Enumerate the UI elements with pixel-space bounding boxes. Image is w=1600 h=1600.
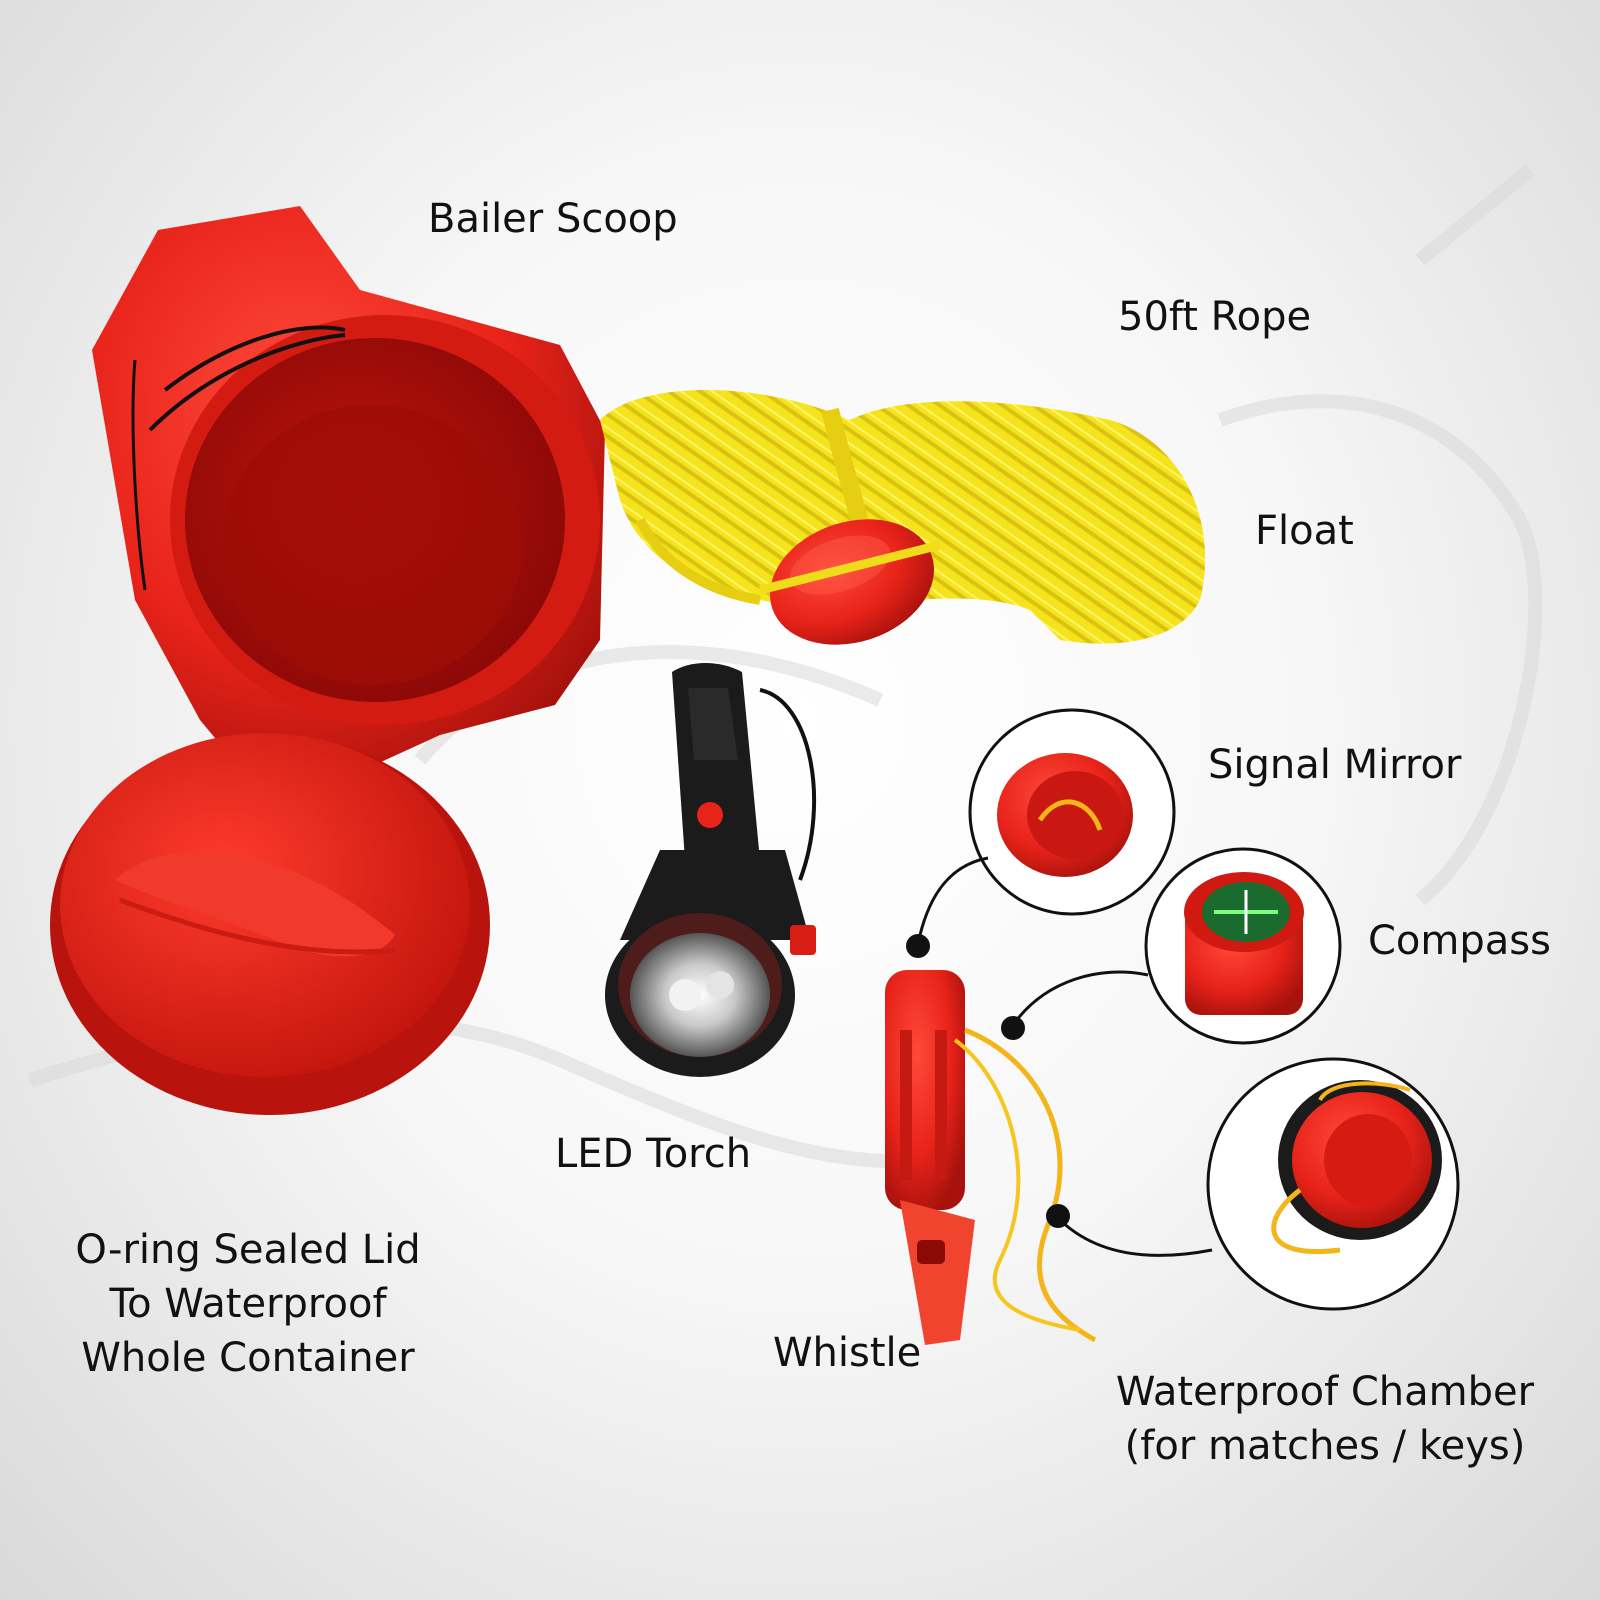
label-rope: 50ft Rope — [1118, 294, 1312, 340]
label-signal-mirror: Signal Mirror — [1208, 742, 1462, 788]
float — [758, 519, 942, 645]
connector-dot-icon — [1046, 1204, 1070, 1228]
connector-lines — [916, 856, 1213, 1257]
whistle — [885, 970, 1097, 1345]
label-compass: Compass — [1368, 918, 1551, 964]
connector-dot-icon — [906, 934, 930, 958]
signal-mirror-callout — [968, 708, 1176, 916]
led-torch — [605, 663, 817, 1077]
label-float: Float — [1255, 508, 1354, 554]
label-led-torch: LED Torch — [555, 1131, 752, 1177]
label-sealed-lid: O-ring Sealed Lid To Waterproof Whole Co… — [75, 1227, 421, 1381]
sealed-lid — [50, 733, 490, 1115]
label-waterproof-chamber: Waterproof Chamber (for matches / keys) — [1115, 1369, 1535, 1469]
waterproof-chamber-callout — [1206, 1057, 1460, 1311]
label-whistle: Whistle — [773, 1330, 922, 1376]
label-bailer-scoop: Bailer Scoop — [428, 196, 678, 242]
bailer-scoop — [92, 206, 605, 790]
compass-callout — [1144, 847, 1342, 1045]
connector-dot-icon — [1001, 1016, 1025, 1040]
